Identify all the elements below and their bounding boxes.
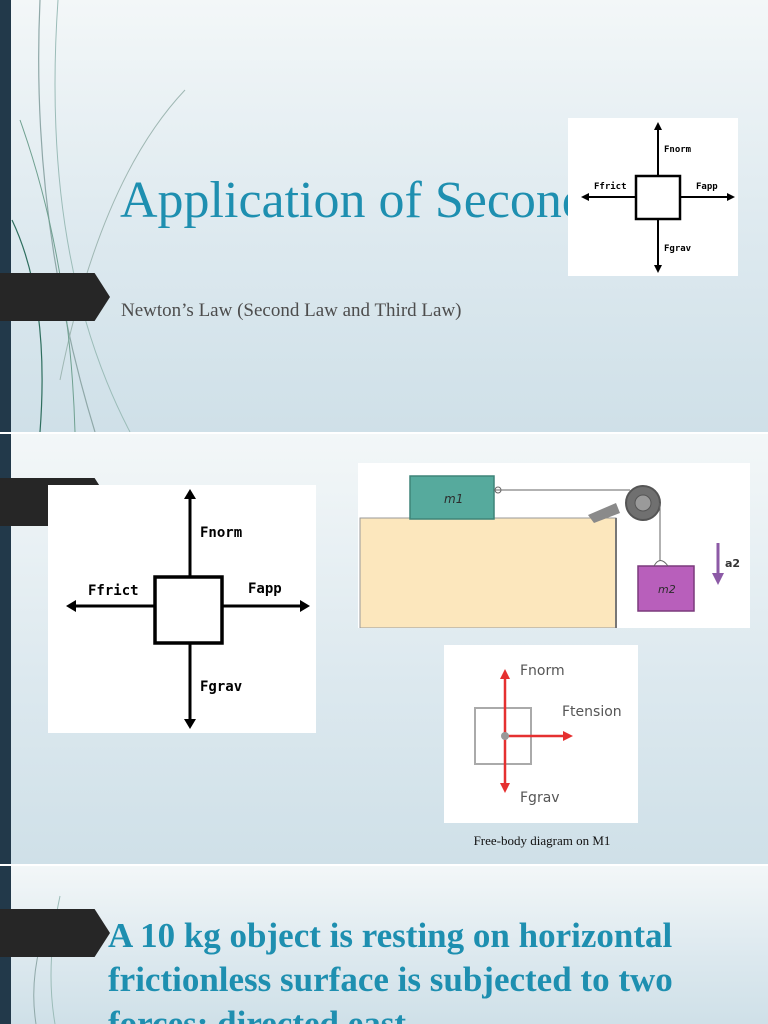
diagram-slide: Fnorm Ffrict Fapp Fgrav m1 m2 a2	[0, 434, 768, 864]
free-body-diagram-large: Fnorm Ffrict Fapp Fgrav	[48, 485, 316, 733]
slide-subtitle: Newton’s Law (Second Law and Third Law)	[121, 300, 462, 321]
label-fgrav: Fgrav	[520, 790, 560, 806]
figure-caption: Free-body diagram on M1	[473, 833, 611, 848]
label-a2: a2	[725, 557, 740, 570]
slide-sidebar	[0, 434, 11, 864]
label-m1: m1	[444, 492, 463, 506]
block-m2	[637, 565, 695, 612]
label-ftension: Ftension	[562, 704, 622, 720]
slide-sidebar	[0, 0, 11, 432]
decorative-lines	[11, 0, 186, 432]
label-fnorm: Fnorm	[520, 663, 565, 679]
block-m1	[409, 475, 495, 520]
label-fapp: Fapp	[696, 182, 718, 192]
slide-title: Application of Second Law	[120, 172, 694, 229]
title-slide: Application of Second Law Newton’s Law (…	[0, 0, 768, 432]
free-body-diagram-m1: Fnorm Ftension Fgrav	[444, 645, 638, 823]
label-fgrav: Fgrav	[664, 244, 692, 254]
label-fnorm: Fnorm	[200, 525, 242, 541]
label-fgrav: Fgrav	[200, 679, 242, 695]
label-ffrict: Ffrict	[594, 181, 627, 192]
problem-slide: A 10 kg object is resting on horizontal …	[0, 866, 768, 1024]
slide-arrow-tab	[0, 273, 110, 321]
label-m2: m2	[658, 583, 676, 596]
label-ffrict: Ffrict	[88, 583, 139, 599]
label-fnorm: Fnorm	[664, 145, 692, 155]
problem-text: A 10 kg object is resting on horizontal …	[108, 916, 673, 1024]
pulley-diagram: m1 m2 a2	[358, 463, 750, 628]
label-fapp: Fapp	[248, 581, 282, 597]
free-body-diagram-small: Fnorm Ffrict Fapp Fgrav	[568, 118, 738, 276]
slide-arrow-tab	[0, 909, 110, 957]
